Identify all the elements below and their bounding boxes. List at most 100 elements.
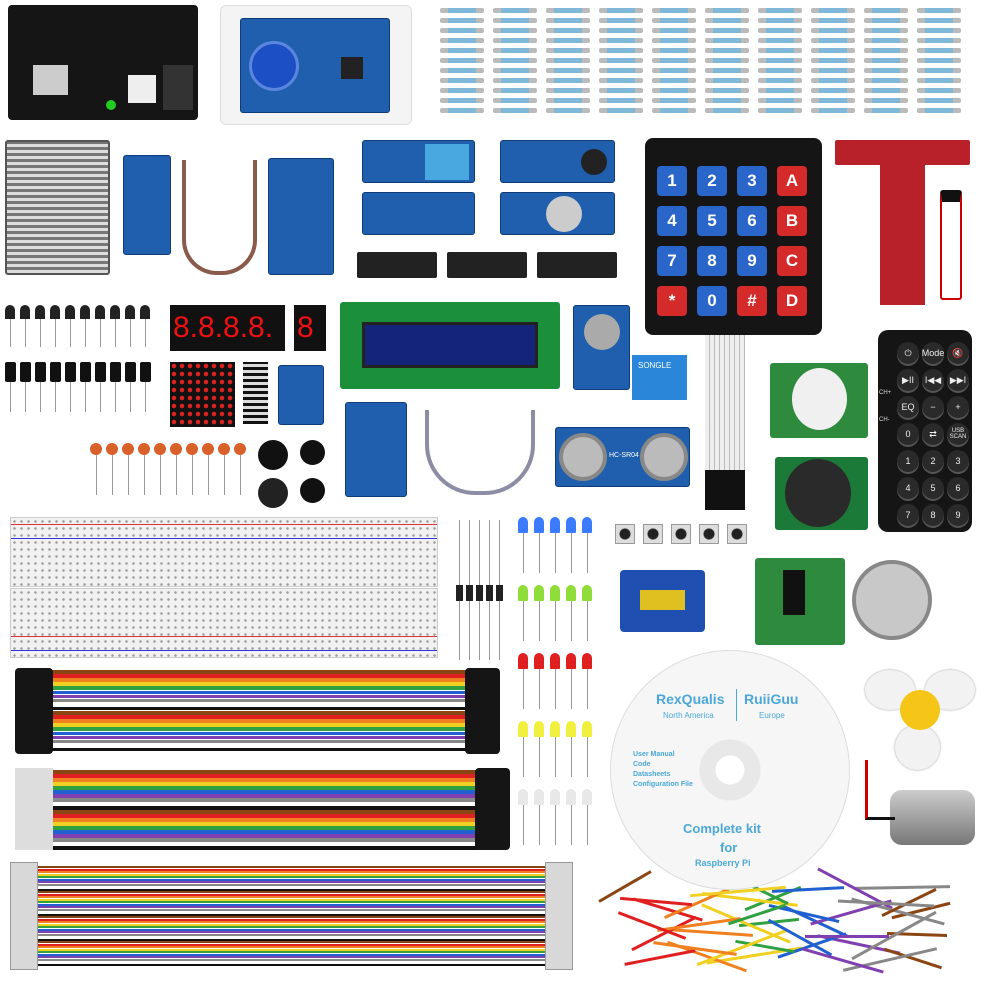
software-cd: RexQualis North America RuiiGuu Europe U…: [610, 650, 850, 890]
lead: [100, 382, 101, 412]
resistor: [546, 78, 590, 83]
resistor: [546, 18, 590, 23]
joystick-module: [775, 457, 868, 530]
power-switch: [128, 75, 156, 103]
wire: [35, 908, 550, 911]
fan-blade: [895, 725, 940, 770]
diode: [466, 585, 473, 601]
wire: [50, 743, 470, 748]
led: [518, 721, 528, 737]
resistor: [811, 68, 855, 73]
lead: [10, 382, 11, 412]
remote-button: 4: [897, 477, 919, 499]
wire: [35, 868, 550, 871]
resistor: [440, 68, 484, 73]
rail-line: [11, 650, 437, 651]
keypad-key: 4: [657, 206, 687, 236]
lead: [115, 319, 116, 347]
resistor: [864, 68, 908, 73]
led-lead: [571, 533, 572, 573]
wire: [35, 898, 550, 901]
remote-button: 6: [947, 477, 969, 499]
electrolytic-capacitor: [80, 362, 91, 382]
resistor: [652, 38, 696, 43]
wire: [35, 871, 550, 873]
lead: [70, 382, 71, 412]
resistor: [440, 88, 484, 93]
resistor: [493, 48, 537, 53]
sensor-module: [123, 155, 171, 255]
wire: [35, 883, 550, 886]
resistor: [652, 18, 696, 23]
resistor: [705, 68, 749, 73]
lead: [240, 455, 241, 495]
resistor: [917, 8, 961, 13]
jumper-ribbon-cable: [50, 770, 480, 850]
pir-dome: [792, 368, 847, 430]
resistor: [493, 28, 537, 33]
keypad-key: 2: [697, 166, 727, 196]
led: [566, 585, 576, 601]
wire: [50, 834, 480, 838]
wire: [50, 794, 480, 798]
led-bar-graph: [243, 362, 268, 424]
jumper-wire-loop: [182, 160, 257, 275]
four-digit-seven-segment: 8.8.8.8.: [170, 305, 285, 351]
remote-button: ⏻: [897, 342, 919, 364]
electrolytic-capacitor: [50, 362, 61, 382]
lead: [160, 455, 161, 495]
led: [566, 653, 576, 669]
led-lead: [587, 805, 588, 845]
resistor: [758, 28, 802, 33]
keypad-key: 0: [697, 286, 727, 316]
resistor: [599, 28, 643, 33]
resistor: [493, 8, 537, 13]
lead: [176, 455, 177, 495]
wire: [50, 786, 480, 790]
wire: [50, 810, 480, 814]
ribbon-connector: [545, 862, 573, 970]
potentiometer-module: [500, 192, 615, 235]
keypad-key: C: [777, 246, 807, 276]
resistor: [652, 28, 696, 33]
resistor: [546, 98, 590, 103]
cd-region-left: North America: [663, 711, 714, 720]
resistor: [917, 28, 961, 33]
ultrasonic-transducer: [559, 433, 607, 481]
led: [550, 585, 560, 601]
led-lead: [539, 601, 540, 641]
wire: [35, 946, 550, 948]
wire: [35, 941, 550, 943]
pcf8591-module: [345, 402, 407, 497]
lead: [10, 319, 11, 347]
wire: [50, 798, 480, 802]
electrolytic-capacitor: [65, 362, 76, 382]
resistor: [917, 78, 961, 83]
lead: [40, 319, 41, 347]
resistor: [493, 88, 537, 93]
resistor: [917, 68, 961, 73]
remote-button: ⇄: [922, 423, 944, 445]
led: [582, 653, 592, 669]
led-assortment: [518, 517, 598, 847]
motor-wires: [865, 760, 895, 820]
led: [550, 789, 560, 805]
connector-block: [465, 668, 500, 754]
resistor: [652, 78, 696, 83]
cd-region-right: Europe: [759, 711, 785, 720]
wire: [50, 739, 470, 744]
led: [550, 653, 560, 669]
lead: [144, 455, 145, 495]
resistor: [758, 18, 802, 23]
remote-button: 9: [947, 504, 969, 526]
resistor: [811, 58, 855, 63]
wire: [35, 866, 550, 868]
transistor: [65, 305, 75, 319]
resistor: [811, 88, 855, 93]
wire: [35, 921, 550, 923]
remote-button: −: [922, 396, 944, 418]
resistor: [546, 28, 590, 33]
transistors-and-capacitors: [5, 300, 246, 500]
